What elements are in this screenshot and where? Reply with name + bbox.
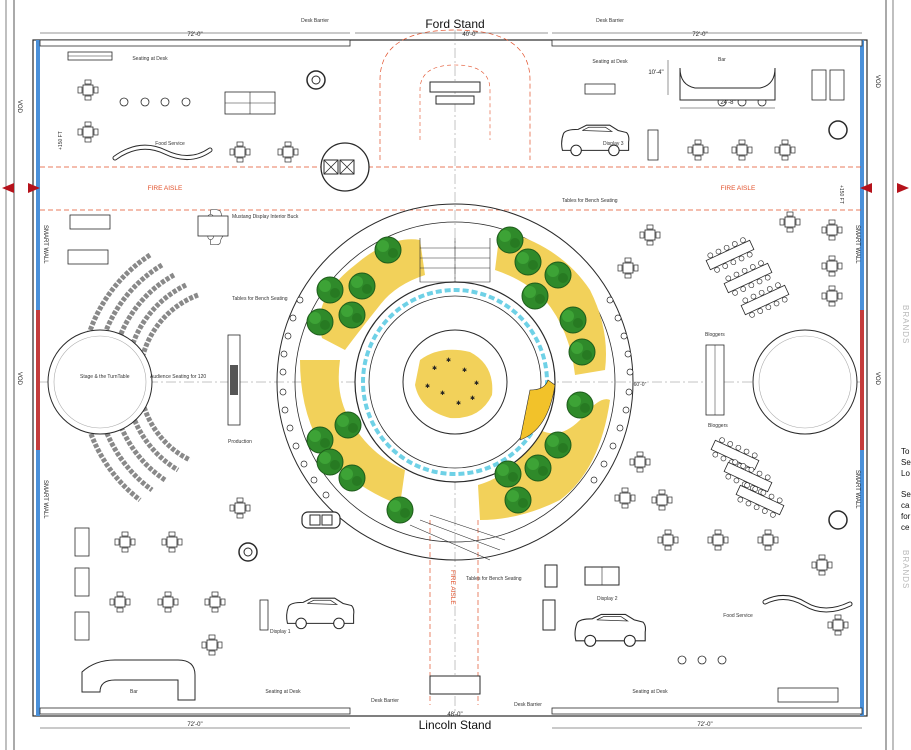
- dim-ring-right: 60'-0": [634, 382, 647, 388]
- display-2-car-icon: [574, 613, 647, 647]
- label-fire-aisle-left: FIRE AISLE: [148, 185, 183, 192]
- label-smart-wall-right-bottom: SMART WALL: [854, 470, 860, 509]
- label-ftg-left: +150 FT: [58, 131, 64, 150]
- svg-text:✱: ✱: [470, 395, 475, 402]
- bottom-stand-title: Lincoln Stand: [419, 718, 492, 732]
- label-fire-aisle-right: FIRE AISLE: [721, 185, 756, 192]
- small-plants: ✱ ✱ ✱ ✱ ✱ ✱ ✱ ✱: [425, 357, 479, 407]
- right-stage-turntable: [752, 329, 858, 435]
- svg-text:✱: ✱: [456, 400, 461, 407]
- label-food-service-right: Food Service: [723, 613, 753, 619]
- label-display-3: Display 3: [603, 141, 624, 147]
- svg-text:To: To: [901, 447, 910, 456]
- left-edge-tables: [74, 527, 269, 641]
- dim-bar-width: 24'-8": [720, 100, 735, 106]
- label-brands-upper: BRANDS: [901, 305, 910, 344]
- svg-text:✱: ✱: [462, 367, 467, 374]
- top-desk-barriers: [39, 32, 863, 47]
- label-desk-barrier-tr: Desk Barrier: [596, 18, 624, 24]
- label-smart-wall-left-bottom: SMART WALL: [42, 480, 48, 519]
- right-bar: [679, 67, 776, 101]
- top-left-stools: [119, 97, 191, 107]
- label-seating-desk-tl: Seating at Desk: [132, 56, 168, 62]
- label-vod-left-mid: VOD: [16, 372, 22, 386]
- svg-text:✱: ✱: [446, 357, 451, 364]
- lounge-seating-right: [584, 69, 845, 703]
- svg-text:Lo: Lo: [901, 469, 910, 478]
- bottom-desk-barriers: [39, 707, 863, 729]
- blogger-table: [705, 344, 725, 416]
- label-audience: Audience Seating for 120: [150, 374, 206, 380]
- label-display-2: Display 2: [597, 596, 618, 602]
- label-bloggers-lower: Bloggers: [708, 423, 728, 429]
- dim-bar-depth: 10'-4": [648, 70, 663, 76]
- right-wall: [860, 40, 864, 716]
- label-food-service-left: Food Service: [155, 141, 185, 147]
- label-ftg-right: +150 FT: [838, 185, 844, 204]
- svg-text:Se: Se: [901, 490, 911, 499]
- display-1-car-icon: [286, 597, 355, 630]
- label-vod-left-top: VOD: [16, 100, 22, 114]
- label-stage-left: Stage & the TurnTable: [80, 374, 130, 380]
- label-seating-desk-bl: Seating at Desk: [265, 689, 301, 695]
- label-production: Production: [228, 439, 252, 445]
- svg-text:ce: ce: [901, 523, 910, 532]
- banquet-tables-upper: [703, 234, 792, 321]
- dim-left-top: 72'-0": [187, 32, 202, 38]
- left-exit-arrow-icon: [2, 183, 14, 193]
- left-bar: [81, 659, 196, 701]
- svg-text:✱: ✱: [425, 383, 430, 390]
- svg-text:✱: ✱: [440, 390, 445, 397]
- svg-text:ca: ca: [901, 501, 910, 510]
- label-desk-barrier-br: Desk Barrier: [514, 702, 542, 708]
- label-mustang-buck: Mustang Display Interior Buck: [232, 214, 299, 220]
- label-bar-left: Bar: [130, 689, 138, 695]
- svg-text:for: for: [901, 512, 911, 521]
- dim-center-top: 40'-0": [462, 32, 477, 38]
- label-brands-lower: BRANDS: [901, 550, 910, 589]
- label-tables-bench-bottom: Tables for Bench Seating: [466, 576, 522, 582]
- dim-right-bottom: 72'-0": [697, 722, 712, 728]
- label-smart-wall-right-top: SMART WALL: [854, 225, 860, 264]
- label-vod-right-mid: VOD: [874, 372, 880, 386]
- dim-left-bottom: 72'-0": [187, 722, 202, 728]
- label-bar-right: Bar: [718, 57, 726, 63]
- banquet-tables-lower: [708, 434, 787, 521]
- camera-dolly: [301, 511, 341, 529]
- left-wall: [36, 40, 40, 716]
- lounge-seating-top-left: [67, 51, 276, 265]
- camera-platform: [320, 142, 370, 192]
- label-seating-desk-tr: Seating at Desk: [592, 59, 628, 65]
- label-tables-bench-top: Tables for Bench Seating: [562, 198, 618, 204]
- label-display-1: Display 1: [270, 629, 291, 635]
- label-tables-bench-left: Tables for Bench Seating: [232, 296, 288, 302]
- perimeter-stools: [279, 296, 634, 499]
- svg-text:✱: ✱: [474, 380, 479, 387]
- right-exit-arrow-icon: [897, 183, 909, 193]
- label-smart-wall-left-top: SMART WALL: [42, 225, 48, 264]
- left-stage-turntable: [47, 329, 153, 435]
- label-desk-barrier-tl: Desk Barrier: [301, 18, 329, 24]
- label-desk-barrier-bl: Desk Barrier: [371, 698, 399, 704]
- dim-right-top: 72'-0": [692, 32, 707, 38]
- svg-text:Se: Se: [901, 458, 911, 467]
- label-bloggers-upper: Bloggers: [705, 332, 725, 338]
- label-fire-aisle-bottom: FIRE AISLE: [449, 570, 456, 605]
- fire-aisle-lines: [40, 29, 862, 705]
- label-vod-right-top: VOD: [874, 75, 880, 89]
- top-stand-title: Ford Stand: [425, 17, 484, 31]
- dim-center-bottom: 48'-0": [447, 712, 462, 718]
- cropped-side-note: To Se Lo Se ca for ce: [901, 447, 911, 532]
- svg-text:✱: ✱: [432, 365, 437, 372]
- label-seating-desk-br: Seating at Desk: [632, 689, 668, 695]
